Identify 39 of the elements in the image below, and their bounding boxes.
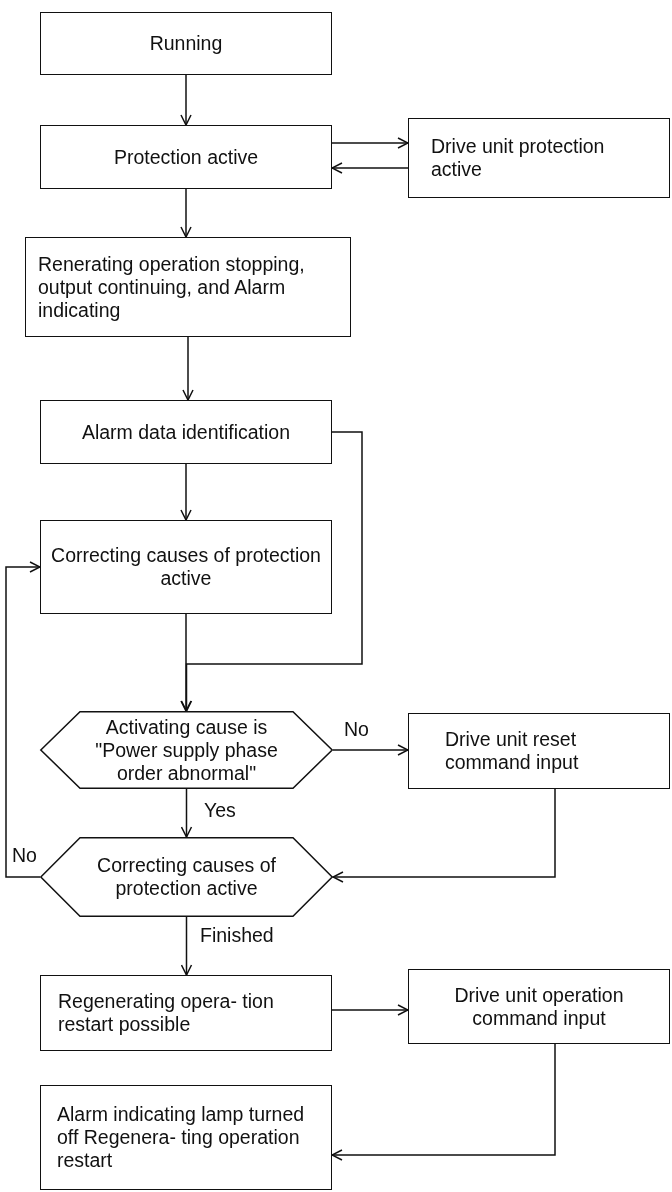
node-text: Alarm data identification: [81, 420, 291, 444]
process-box: [408, 969, 670, 1044]
node-text: Renerating operation stopping, output continuing, and Alarm indicating: [38, 252, 306, 322]
process-box: [40, 125, 332, 189]
process-box: [40, 400, 332, 464]
process-box: [40, 975, 332, 1051]
arrow: [331, 162, 409, 174]
node-text: Drive unit operation command input: [453, 983, 625, 1030]
arrow: [180, 613, 192, 712]
node-text: Drive unit protection active: [431, 135, 606, 181]
arrow: [180, 463, 192, 521]
arrow: [180, 431, 363, 712]
process-box: [40, 12, 332, 75]
decision-hexagon: [40, 837, 333, 917]
node-text: Running: [149, 32, 223, 55]
arrow: [331, 137, 409, 149]
arrow: [332, 744, 409, 756]
arrow: [331, 1043, 556, 1161]
arrow: [180, 788, 193, 838]
arrow: [182, 336, 194, 401]
arrow: [180, 916, 193, 976]
process-box: [408, 713, 670, 789]
node-text: Alarm indicating lamp turned off Regenera- ting operation restart: [57, 1103, 306, 1172]
arrow: [5, 561, 41, 878]
arrow: [331, 1004, 409, 1016]
node-text: Correcting causes of protection active: [96, 854, 277, 900]
arrow: [332, 788, 556, 883]
node-text: Correcting causes of protection active: [50, 544, 322, 590]
process-box: [40, 520, 332, 614]
decision-hexagon: [40, 711, 333, 789]
node-text: Regenerating opera- tion restart possible: [58, 990, 275, 1036]
process-box: [40, 1085, 332, 1190]
process-box: [25, 237, 351, 337]
node-text: Drive unit reset command input: [445, 728, 580, 774]
arrow: [180, 188, 192, 238]
arrow: [180, 74, 192, 126]
process-box: [408, 118, 670, 198]
node-text: Activating cause is "Power supply phase order abnormal": [94, 715, 279, 785]
node-text: Protection active: [113, 145, 259, 169]
